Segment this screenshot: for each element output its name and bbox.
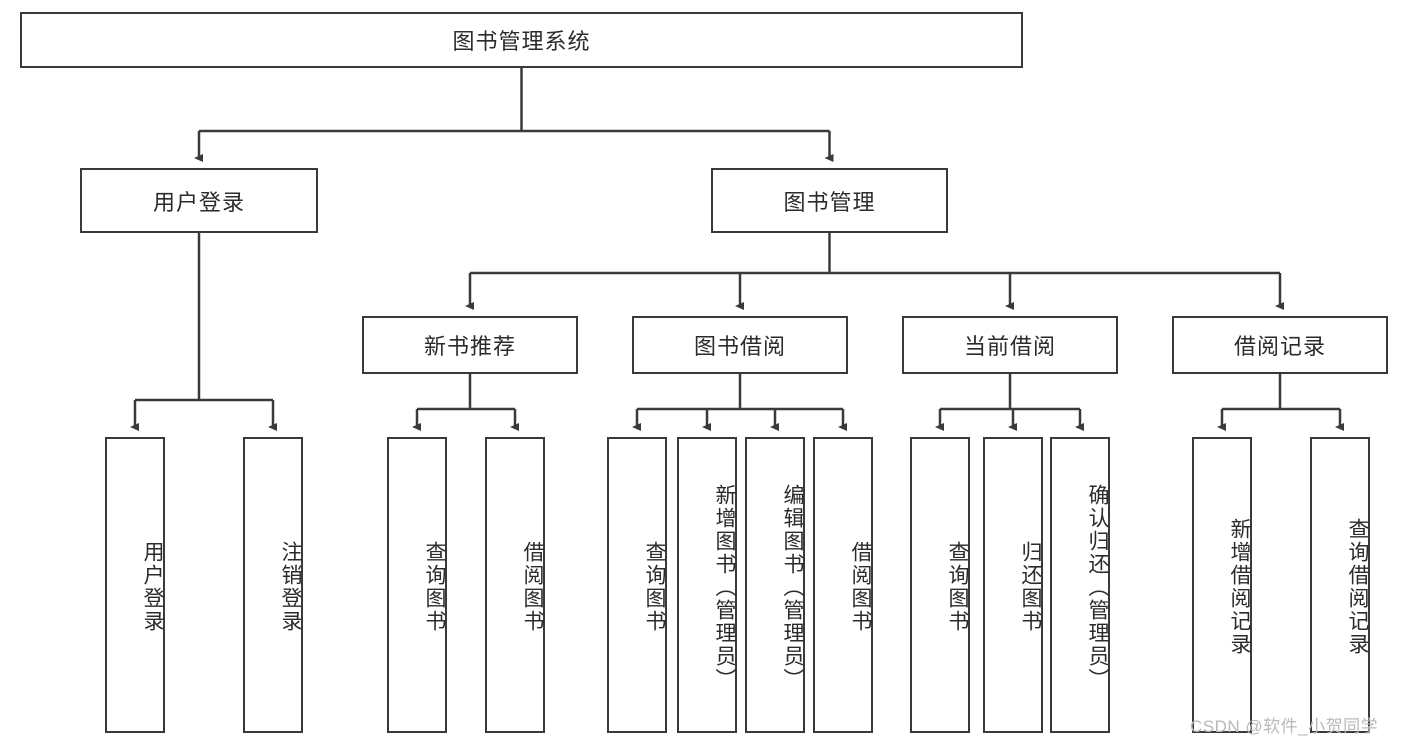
node-new-book-recommend[interactable]: 新书推荐	[362, 316, 578, 374]
leaf-query-borrow-record-label: 查询借阅记录	[1346, 518, 1369, 656]
leaf-query-book-1[interactable]: 查询图书	[387, 437, 447, 733]
node-new-book-recommend-label: 新书推荐	[423, 334, 516, 359]
leaf-confirm-return-admin-label: 确认归还（管理员）	[1086, 483, 1109, 691]
node-book-borrow[interactable]: 图书借阅	[632, 316, 848, 374]
leaf-add-book-admin[interactable]: 新增图书（管理员）	[677, 437, 737, 733]
leaf-edit-book-admin[interactable]: 编辑图书（管理员）	[745, 437, 805, 733]
leaf-user-login-label: 用户登录	[141, 541, 164, 633]
node-book-manage-label: 图书管理	[783, 189, 876, 215]
node-borrow-record-label: 借阅记录	[1233, 334, 1326, 359]
leaf-borrow-book-1[interactable]: 借阅图书	[485, 437, 545, 733]
node-root-label: 图书管理系统	[452, 29, 591, 54]
node-borrow-record[interactable]: 借阅记录	[1172, 316, 1388, 374]
leaf-user-login[interactable]: 用户登录	[105, 437, 165, 733]
node-root[interactable]: 图书管理系统	[20, 12, 1023, 68]
leaf-logout-login[interactable]: 注销登录	[243, 437, 303, 733]
leaf-query-book-2-label: 查询图书	[643, 541, 666, 633]
leaf-borrow-book-1-label: 借阅图书	[521, 541, 544, 633]
node-current-borrow[interactable]: 当前借阅	[902, 316, 1118, 374]
leaf-query-book-1-label: 查询图书	[423, 541, 446, 633]
node-user-login-label: 用户登录	[152, 189, 245, 215]
leaf-query-borrow-record[interactable]: 查询借阅记录	[1310, 437, 1370, 733]
leaf-logout-login-label: 注销登录	[279, 541, 302, 633]
leaf-add-borrow-record[interactable]: 新增借阅记录	[1192, 437, 1252, 733]
leaf-query-book-3-label: 查询图书	[946, 541, 969, 633]
leaf-edit-book-admin-label: 编辑图书（管理员）	[781, 483, 804, 691]
leaf-return-book[interactable]: 归还图书	[983, 437, 1043, 733]
leaf-query-book-2[interactable]: 查询图书	[607, 437, 667, 733]
leaf-confirm-return-admin[interactable]: 确认归还（管理员）	[1050, 437, 1110, 733]
node-user-login[interactable]: 用户登录	[80, 168, 318, 233]
node-book-manage[interactable]: 图书管理	[711, 168, 948, 233]
node-book-borrow-label: 图书借阅	[693, 334, 786, 359]
leaf-return-book-label: 归还图书	[1019, 541, 1042, 633]
leaf-borrow-book-2[interactable]: 借阅图书	[813, 437, 873, 733]
leaf-add-borrow-record-label: 新增借阅记录	[1228, 518, 1251, 656]
leaf-query-book-3[interactable]: 查询图书	[910, 437, 970, 733]
leaf-add-book-admin-label: 新增图书（管理员）	[713, 483, 736, 691]
leaf-borrow-book-2-label: 借阅图书	[849, 541, 872, 633]
node-current-borrow-label: 当前借阅	[963, 334, 1056, 359]
csdn-watermark: CSDN @软件_小贺同学	[1190, 717, 1379, 736]
